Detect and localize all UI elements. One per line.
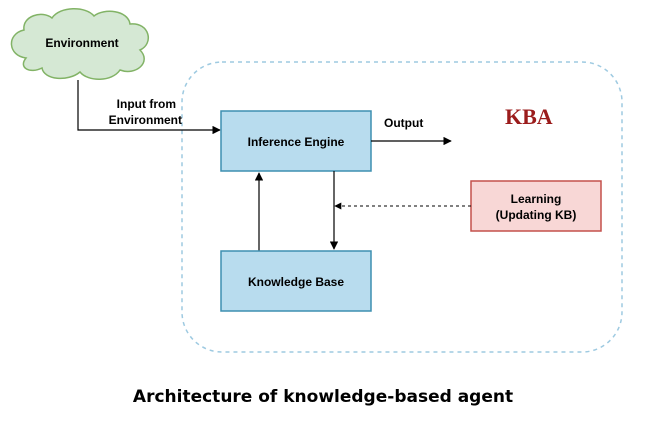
environment-cloud <box>10 8 150 80</box>
knowledge-base-box <box>220 250 372 312</box>
learning-label-line1: Learning <box>511 192 562 206</box>
learning-label-line2: (Updating KB) <box>496 208 577 222</box>
input-label-line2: Environment <box>109 113 182 127</box>
diagram-caption: Architecture of knowledge-based agent <box>133 387 513 407</box>
input-edge <box>77 80 221 135</box>
kba-label: KBA <box>505 104 553 129</box>
inference-engine-box <box>220 110 372 172</box>
inference-engine-label: Inference Engine <box>248 135 345 149</box>
learning-box <box>470 180 602 232</box>
environment-label: Environment <box>45 36 118 50</box>
input-label-line1: Input from <box>117 97 176 111</box>
knowledge-base-label: Knowledge Base <box>248 275 344 289</box>
output-label: Output <box>384 116 423 130</box>
kba-container <box>181 61 623 353</box>
